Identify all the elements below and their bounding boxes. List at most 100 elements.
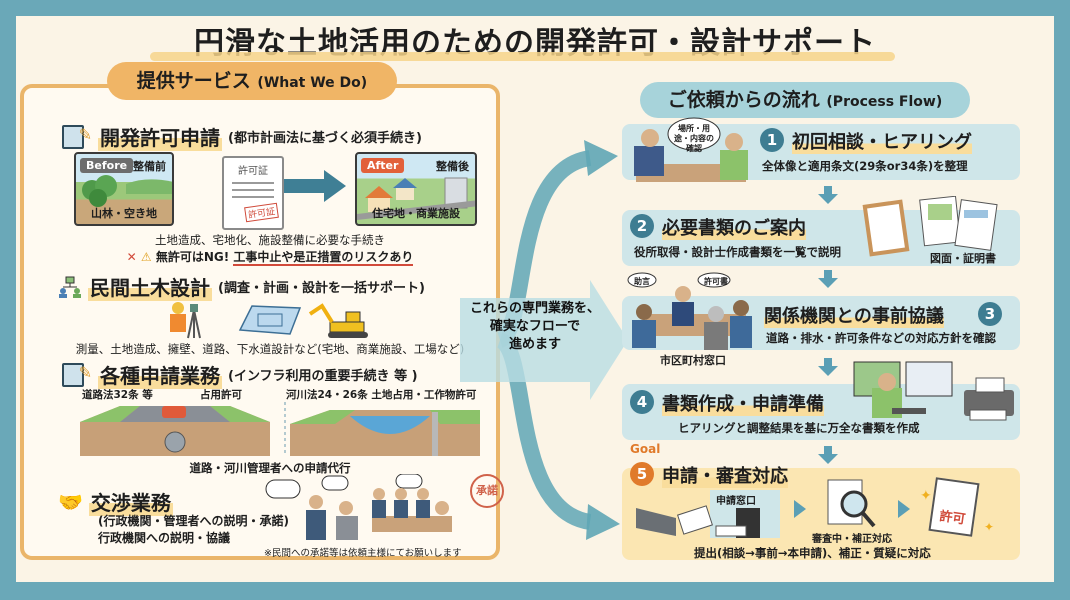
step2-number: 2 bbox=[630, 214, 654, 238]
surveyor-icon bbox=[170, 302, 201, 339]
permit-doc-title: 許可証 bbox=[238, 166, 268, 177]
step2-title: 必要書類のご案内 bbox=[662, 214, 806, 240]
flow-header: ご依頼からの流れ (Process Flow) bbox=[640, 82, 970, 118]
section-description: 測量、土地造成、擁壁、道路、下水道設計など(宅地、商業施設、工場など) bbox=[75, 342, 465, 356]
car-icon bbox=[162, 406, 186, 418]
step3-caption: 市区町村窓口 bbox=[660, 354, 726, 367]
consultation-illustration bbox=[634, 117, 748, 182]
section-negotiation: 🤝 交渉業務 bbox=[58, 487, 173, 516]
excavator-icon bbox=[308, 303, 368, 338]
section-title: 交渉業務 bbox=[88, 487, 173, 516]
warning-icon: ⚠ bbox=[140, 250, 152, 264]
sparkle-icon: ✦ bbox=[984, 520, 995, 534]
step3-bubble-2: 許可書 bbox=[704, 277, 728, 286]
permit-label: 許可 bbox=[938, 509, 967, 528]
step2-caption: 図面・証明書 bbox=[930, 252, 996, 265]
arrow-down-icon bbox=[818, 186, 838, 204]
arrow-right-icon bbox=[898, 500, 910, 518]
meeting-office-illustration bbox=[627, 272, 752, 350]
arrow-down-icon bbox=[818, 446, 838, 464]
magnifier-icon bbox=[840, 490, 868, 518]
step4-desc: ヒアリングと調整結果を基に万全な書類を作成 bbox=[678, 421, 920, 435]
services-header-label: 提供サービス bbox=[136, 70, 251, 92]
step1-desc: 全体像と適用条文(29条or34条)を整理 bbox=[762, 159, 968, 173]
section-subtitle: (インフラ利用の重要手続き 等 ) bbox=[228, 369, 418, 384]
warning-risk: 工事中止や是正措置のリスクあり bbox=[233, 250, 414, 266]
road-permit-label: 占用許可 bbox=[200, 389, 242, 401]
section-subtitle: (都市計画法に基づく必須手続き) bbox=[228, 131, 422, 146]
town-illustration bbox=[357, 177, 475, 220]
step1-bubble: 場所・用途・内容の確認 bbox=[674, 124, 714, 153]
step5-window-label: 申請窓口 bbox=[716, 496, 756, 507]
section-description: 土地造成、宅地化、施設整備に必要な手続き bbox=[155, 233, 385, 247]
arrow-down-icon bbox=[818, 270, 838, 288]
permit-document-icon: 許可 bbox=[928, 477, 980, 537]
road-law-label: 道路法32条 等 bbox=[82, 389, 153, 401]
permit-stamp: 許可証 bbox=[244, 202, 279, 223]
step5-title: 申請・審査対応 bbox=[662, 462, 788, 488]
section-title: 各種申請業務 bbox=[98, 360, 222, 389]
section-title: 開発許可申請 bbox=[98, 122, 222, 151]
title-highlight bbox=[150, 52, 895, 61]
section-title: 民間土木設計 bbox=[88, 272, 212, 301]
step-number: 5 bbox=[630, 462, 654, 486]
step4-number: 4 bbox=[630, 390, 654, 414]
after-tag: After bbox=[361, 158, 405, 173]
step-number: 1 bbox=[760, 128, 784, 152]
step4-title: 書類作成・申請準備 bbox=[662, 390, 824, 416]
step3-title: 関係機関との事前協議 bbox=[764, 302, 944, 328]
org-chart-icon bbox=[59, 276, 81, 298]
step3-number: 3 bbox=[978, 302, 1002, 326]
step1-title: 初回相談・ヒアリング bbox=[792, 128, 972, 154]
prohibited-icon: ✕ bbox=[126, 250, 137, 264]
blueprint-icon bbox=[238, 305, 302, 335]
center-message: これらの専門業務を、 確実なフローで 進めます bbox=[455, 300, 615, 354]
step3-desc: 道路・排水・許可条件などの対応方針を確認 bbox=[766, 331, 996, 345]
sparkle-icon: ✦ bbox=[920, 488, 932, 504]
center-line-1: これらの専門業務を、 bbox=[469, 301, 600, 316]
arrow-right-icon bbox=[794, 500, 806, 518]
section-civil-design: 民間土木設計 (調査・計画・設計を一括サポート) bbox=[58, 272, 425, 301]
step5-review-label: 審査中・補正対応 bbox=[812, 534, 892, 545]
approval-stamp: 承諾 bbox=[470, 474, 504, 508]
arrow-down-icon bbox=[818, 358, 838, 376]
clipboard-icon bbox=[862, 199, 910, 257]
warning-prefix: 無許可はNG! bbox=[155, 250, 230, 264]
services-header: 提供サービス (What We Do) bbox=[107, 62, 397, 100]
document-pencil-icon bbox=[62, 362, 92, 387]
flow-header-en: (Process Flow) bbox=[826, 94, 943, 110]
road-cross-section bbox=[80, 406, 270, 456]
documents-illustration bbox=[862, 196, 998, 257]
step5-number: 5 bbox=[630, 462, 654, 486]
warning-line: ✕ ⚠ 無許可はNG! 工事中止や是正措置のリスクあり bbox=[40, 248, 500, 266]
handshake-icon: 🤝 bbox=[58, 489, 83, 514]
negotiation-line-2: 行政機関への説明・協議 bbox=[98, 531, 231, 545]
step3-bubble-1: 助言 bbox=[634, 277, 650, 286]
drawings-icon bbox=[919, 196, 998, 251]
transform-arrow-icon bbox=[284, 170, 346, 202]
step-number: 3 bbox=[978, 302, 1002, 326]
section-subtitle: (調査・計画・設計を一括サポート) bbox=[218, 281, 425, 296]
pipe-icon bbox=[164, 431, 186, 453]
section-development-permit: 開発許可申請 (都市計画法に基づく必須手続き) bbox=[62, 122, 422, 151]
step2-desc: 役所取得・設計士作成書類を一覧で説明 bbox=[634, 245, 841, 259]
submission-illustration bbox=[636, 490, 780, 538]
permit-document: 許可証 許可証 bbox=[222, 156, 284, 230]
after-scene: After 整備後 住宅地・商業施設 bbox=[355, 152, 477, 226]
before-caption: 山林・空き地 bbox=[91, 207, 157, 220]
goal-label: Goal bbox=[630, 442, 661, 456]
river-law-label: 河川法24・26条 土地占用・工作物許可 bbox=[286, 389, 477, 401]
flow-arrows bbox=[460, 140, 628, 540]
forest-illustration bbox=[82, 175, 172, 207]
before-title: 整備前 bbox=[133, 160, 166, 173]
after-title: 整備後 bbox=[436, 160, 469, 173]
section-description: 道路・河川管理者への申請代行 bbox=[189, 461, 351, 475]
negotiation-line-1: (行政機関・管理者への説明・承諾) bbox=[98, 514, 289, 528]
design-tools-illustration bbox=[170, 302, 368, 339]
flow-header-label: ご依頼からの流れ bbox=[667, 89, 820, 111]
before-scene: Before 整備前 山林・空き地 bbox=[74, 152, 174, 226]
center-line-2: 確実なフローで bbox=[489, 319, 581, 334]
review-illustration bbox=[827, 479, 876, 528]
step-number: 4 bbox=[630, 390, 654, 414]
document-pencil-icon bbox=[62, 124, 92, 149]
